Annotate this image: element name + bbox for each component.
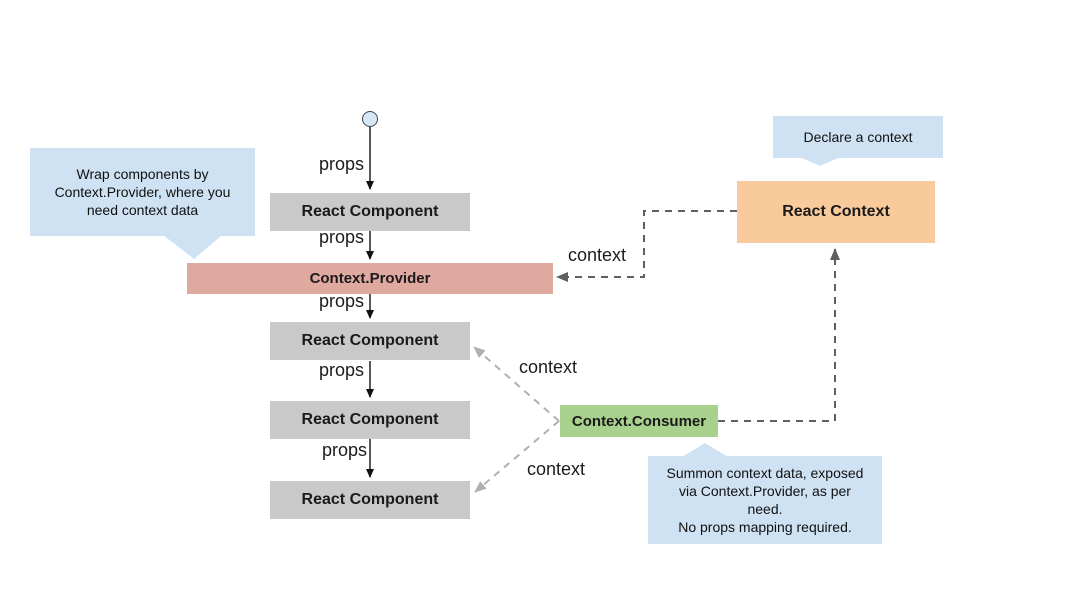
callout-consumer-note-tail: [682, 443, 728, 457]
context-label-lower-consumer-edge: context: [526, 459, 586, 479]
callout-declare-note-text: Declare a context: [803, 129, 913, 145]
react-component-box-1: React Component: [270, 193, 470, 231]
edge-consumer-to-component2: [473, 346, 560, 422]
props-label-5: props: [321, 440, 367, 460]
edge-consumer-to-component4: [474, 420, 560, 493]
edge-context-to-provider: [556, 210, 737, 282]
callout-declare-note-tail: [800, 157, 840, 166]
props-label-1: props: [318, 154, 364, 174]
callout-provider-note: Wrap components by Context.Provider, whe…: [30, 148, 255, 236]
callout-declare-note: Declare a context: [773, 116, 943, 158]
props-label-2: props: [318, 227, 364, 247]
context-label-upper-consumer-edge: context: [518, 357, 578, 377]
callout-consumer-note: Summon context data, exposed via Context…: [648, 456, 882, 544]
react-context-box: React Context: [737, 181, 935, 243]
callout-provider-note-tail: [163, 235, 222, 259]
react-component-box-4: React Component: [270, 481, 470, 519]
context-provider-box: Context.Provider: [187, 263, 553, 294]
props-label-4: props: [318, 360, 364, 380]
callout-consumer-note-text: Summon context data, exposed via Context…: [666, 465, 864, 535]
context-label-provider-edge: context: [567, 245, 627, 265]
context-consumer-box: Context.Consumer: [560, 405, 718, 437]
callout-provider-note-text: Wrap components by Context.Provider, whe…: [54, 166, 231, 218]
start-node: [362, 111, 378, 127]
react-component-box-2: React Component: [270, 322, 470, 360]
edge-consumer-to-context: [718, 248, 840, 422]
react-component-box-3: React Component: [270, 401, 470, 439]
props-label-3: props: [318, 291, 364, 311]
